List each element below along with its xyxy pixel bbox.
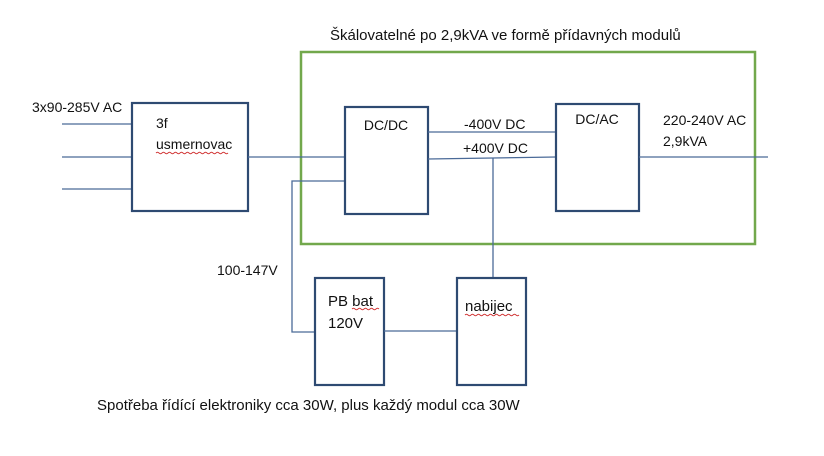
rectifier-block [130,101,250,213]
output-voltage-label: 220-240V AC [663,112,746,128]
charger-block [455,276,528,387]
spellcheck-underline [464,313,520,317]
negative-bus-label: -400V DC [464,116,525,132]
battery-voltage-range-label: 100-147V [217,262,278,278]
charger-label: nabijec [465,298,513,315]
dcac-label: DC/AC [575,111,619,127]
dcdc-label: DC/DC [364,117,408,133]
battery-label-line1: PB bat [328,293,374,310]
output-power-label: 2,9kVA [663,133,708,149]
dcac-block [554,102,641,213]
positive-dc-bus-wire [427,156,557,160]
battery-label-line2: 120V [328,315,363,332]
battery-to-dcdc-wire [291,180,345,333]
battery-block [313,276,386,387]
input-voltage-label: 3x90-285V AC [32,99,122,115]
power-consumption-note: Spotřeba řídící elektroniky cca 30W, plu… [97,397,521,414]
input-phase-wires [62,123,132,190]
scalable-module-frame [299,50,757,246]
positive-bus-label: +400V DC [463,140,528,156]
spellcheck-underline [351,307,380,311]
rectifier-label-line2: usmernovac [156,136,232,152]
spellcheck-underline [155,151,229,155]
rectifier-label-line1: 3f [156,115,168,131]
dcdc-block [343,105,430,216]
diagram-title: Škálovatelné po 2,9kVA ve formě přídavný… [330,27,681,44]
